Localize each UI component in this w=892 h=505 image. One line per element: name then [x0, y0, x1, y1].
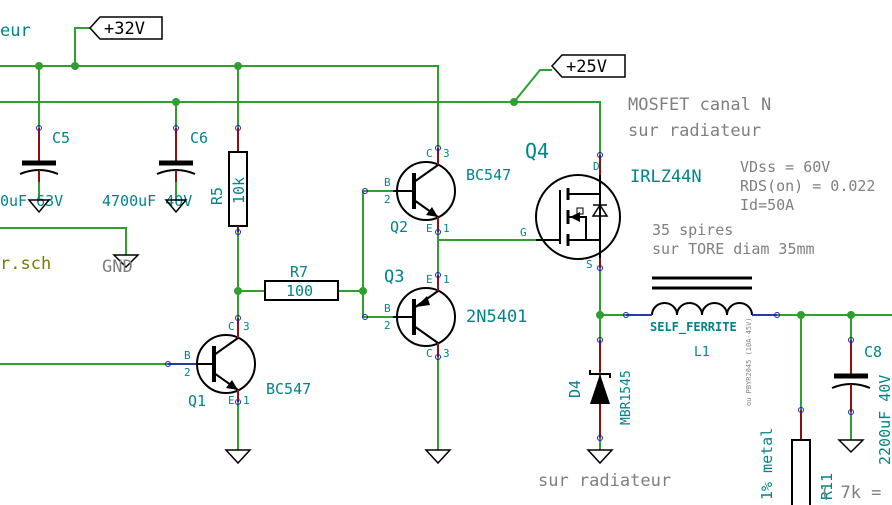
sheet-text-top-left: eur — [0, 21, 31, 41]
capacitor-c6: C6 4700uF 40V — [102, 125, 208, 214]
ground-symbol — [837, 439, 865, 454]
q3-pin-b-num: 2 — [384, 319, 391, 332]
q1-pin-b-num: 2 — [184, 366, 191, 379]
q4-value: IRLZ44N — [630, 167, 702, 187]
l1-note2: sur TORE diam 35mm — [652, 240, 815, 258]
q2-pin-c-num: 3 — [443, 147, 450, 160]
q4-ref: Q4 — [525, 139, 549, 163]
c8-value: 2200uF 40V — [876, 375, 892, 465]
resistor-r5: R5 10k — [208, 125, 248, 235]
q3-pin-e-num: 1 — [443, 273, 450, 286]
mosfet-rds: RDS(on) = 0.022 — [740, 177, 875, 195]
q2-pin-c: C — [426, 147, 433, 160]
junction-dots — [35, 62, 855, 319]
ground-symbol — [27, 199, 51, 214]
r7-value: 100 — [286, 282, 313, 300]
q1-pin-c-num: 3 — [243, 320, 250, 333]
transistor-q1: C 3 B 2 E 1 Q1 BC547 — [165, 315, 311, 465]
transistor-q3: E 1 B 2 C 3 Q3 2N5401 — [362, 267, 527, 465]
l1-value: SELF_FERRITE — [650, 320, 737, 335]
r5-value: 10k — [230, 177, 248, 204]
q4-pin-g: G — [520, 226, 527, 239]
label-plus25v: +25V — [550, 54, 626, 78]
c6-value: 4700uF 40V — [102, 192, 192, 210]
resistor-r11: R11 1% metal ( 7k = — [758, 407, 881, 505]
bottom-right-paren: ( 7k = — [820, 483, 881, 503]
c5-value: 0uF 63V — [0, 192, 63, 210]
d4-value: MBR1545 — [619, 370, 634, 425]
diode-d4: D4 MBR1545 ou PBYR2045 (10A-45V) sur rad… — [538, 317, 753, 491]
transistor-q2: C 3 B 2 E 1 Q2 BC547 — [362, 145, 511, 236]
capacitor-c8: C8 2200uF 40V — [831, 337, 892, 465]
mosfet-title-line2: sur radiateur — [628, 121, 761, 141]
label-plus32v: +32V — [88, 16, 163, 40]
mosfet-vdss: VDss = 60V — [740, 158, 830, 176]
d4-small-note: ou PBYR2045 (10A-45V) — [745, 317, 753, 406]
c8-ref: C8 — [864, 343, 882, 361]
q2-pin-e-num: 1 — [443, 222, 450, 235]
r11-metal-note: 1% metal — [758, 428, 776, 500]
q1-pin-b: B — [184, 349, 191, 362]
q3-value: 2N5401 — [466, 307, 527, 327]
q3-pin-e: E — [426, 273, 433, 286]
q1-value: BC547 — [266, 380, 311, 398]
q3-ref: Q3 — [384, 267, 404, 287]
inductor-l1: SELF_FERRITE L1 35 spires sur TORE diam … — [623, 221, 815, 360]
q2-pin-b: B — [384, 176, 391, 189]
r7-ref: R7 — [290, 263, 308, 281]
label-plus25v-text: +25V — [566, 57, 607, 77]
ground-symbol — [164, 199, 188, 214]
ground-symbol — [424, 449, 452, 465]
q3-pin-c-num: 3 — [443, 347, 450, 360]
gnd-symbol: GND — [102, 254, 140, 277]
d4-ref: D4 — [566, 380, 584, 398]
mosfet-title-line1: MOSFET canal N — [628, 95, 771, 115]
ground-symbol — [586, 449, 614, 465]
q1-pin-e: E — [228, 394, 235, 407]
gnd-text: GND — [102, 257, 133, 277]
q3-pin-c: C — [426, 347, 433, 360]
q2-pin-b-num: 2 — [384, 193, 391, 206]
q2-pin-e: E — [426, 222, 433, 235]
q1-ref: Q1 — [188, 392, 206, 410]
q4-pin-s: S — [586, 258, 593, 271]
q1-pin-e-num: 1 — [243, 394, 250, 407]
mosfet-q4: D G S Q4 IRLZ44N — [520, 139, 702, 271]
label-plus32v-text: +32V — [104, 19, 145, 39]
capacitor-c5: C5 0uF 63V — [0, 125, 70, 214]
d4-note: sur radiateur — [538, 471, 671, 491]
l1-note1: 35 spires — [652, 221, 733, 239]
r5-ref: R5 — [208, 187, 226, 205]
q2-value: BC547 — [466, 166, 511, 184]
sheet-file-label: r.sch — [0, 254, 51, 274]
resistor-r7: R7 100 — [264, 263, 339, 301]
q2-ref: Q2 — [390, 218, 408, 236]
mosfet-id: Id=50A — [740, 196, 794, 214]
c6-ref: C6 — [190, 129, 208, 147]
wires — [0, 27, 892, 450]
r11-ref: R11 — [818, 473, 836, 500]
q3-pin-b: B — [384, 302, 391, 315]
l1-ref: L1 — [694, 345, 710, 360]
c5-ref: C5 — [52, 129, 70, 147]
ground-symbol — [224, 449, 252, 465]
q1-pin-c: C — [228, 320, 235, 333]
q4-pin-d: D — [593, 160, 600, 173]
mosfet-notes: MOSFET canal N sur radiateur VDss = 60V … — [628, 95, 875, 214]
